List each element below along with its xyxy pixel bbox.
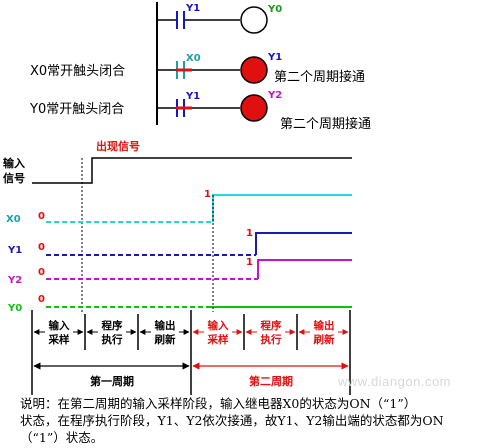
phase-output-refresh-label: 输出 xyxy=(314,319,335,332)
x0-low-value: 0 xyxy=(38,211,45,222)
input-signal-label: 信号 xyxy=(3,171,25,185)
coil-label: Y1 xyxy=(267,52,282,63)
coil-label: Y0 xyxy=(267,4,282,15)
signal-appears-label: 出现信号 xyxy=(96,139,140,153)
y2-signal-name: Y2 xyxy=(7,275,22,286)
cycle-spans: 第一周期 第二周期 xyxy=(33,362,349,388)
label-backdrop xyxy=(84,372,140,388)
phase-program-exec-label: 执行 xyxy=(261,333,282,346)
phase-boundaries xyxy=(31,310,351,395)
input-signal-label: 输入 xyxy=(3,156,25,170)
label-backdrop xyxy=(204,318,232,346)
label-backdrop xyxy=(243,372,299,388)
coil-y0 xyxy=(240,6,268,34)
phase-input-sample-label: 输入 xyxy=(208,319,229,332)
y0-low-value: 0 xyxy=(38,294,45,305)
ladder-rung-2: X0常开触头闭合 X0 Y1 第二个周期接通 xyxy=(30,52,365,85)
y2-high-value: 1 xyxy=(246,257,253,268)
watermark: www.diangon.com xyxy=(338,374,451,389)
label-backdrop xyxy=(98,318,126,346)
contact-label: Y1 xyxy=(185,91,200,102)
y1-high-value: 1 xyxy=(246,228,253,239)
y1-signal-name: Y1 xyxy=(7,245,22,256)
phase-program-exec-label: 程序 xyxy=(102,319,123,332)
y2-waveform xyxy=(257,259,352,279)
cycle2-phases: 输入 采样 程序 执行 输出 刷新 xyxy=(192,318,349,346)
coil-y1 xyxy=(240,56,268,84)
cycle1-phases: 输入 采样 程序 执行 输出 刷新 xyxy=(33,318,190,346)
phase-input-sample-label: 采样 xyxy=(207,333,229,346)
rung-condition: X0常开触头闭合 xyxy=(30,64,125,79)
label-backdrop xyxy=(257,318,285,346)
ladder-rung-3: Y0常开触头闭合 Y1 Y2 第二个周期接通 xyxy=(29,90,371,132)
ladder-rung-1: Y1 Y0 xyxy=(157,3,282,34)
note-line: （“1”）状态。 xyxy=(20,430,104,445)
cycle1-label: 第一周期 xyxy=(90,374,134,388)
phase-program-exec-label: 程序 xyxy=(261,319,282,332)
note-line: 状态，在程序执行阶段，Y1、Y2依次接通，故Y1、Y2输出端的状态都为ON xyxy=(20,413,444,428)
phase-output-refresh-label: 刷新 xyxy=(155,333,176,346)
label-backdrop xyxy=(310,318,338,346)
y1-waveform xyxy=(255,232,352,255)
rung-result: 第二个周期接通 xyxy=(274,69,365,85)
x0-high-value: 1 xyxy=(204,189,211,200)
phase-output-refresh-label: 输出 xyxy=(155,319,176,332)
rung-condition: Y0常开触头闭合 xyxy=(29,102,124,117)
coil-y2 xyxy=(240,94,268,122)
phase-input-sample-label: 采样 xyxy=(48,333,70,346)
x0-signal-name: X0 xyxy=(6,214,21,225)
contact-label: X0 xyxy=(186,53,201,64)
label-backdrop xyxy=(45,318,73,346)
phase-output-refresh-label: 刷新 xyxy=(314,333,335,346)
y2-low-value: 0 xyxy=(38,267,45,278)
rung-result: 第二个周期接通 xyxy=(280,116,371,132)
coil-label: Y2 xyxy=(267,90,282,101)
contact-label: Y1 xyxy=(185,3,200,14)
x0-waveform xyxy=(212,194,352,222)
label-backdrop xyxy=(151,318,179,346)
input-signal-waveform xyxy=(32,157,352,184)
phase-input-sample-label: 输入 xyxy=(49,319,70,332)
cycle2-label: 第二周期 xyxy=(249,374,293,388)
ladder-diagram: Y1 Y0 X0常开触头闭合 X0 Y1 第二个周期接通 Y0常开触头闭合 Y1 xyxy=(29,2,371,132)
timing-diagram: 输入 信号 出现信号 X0 0 1 Y1 0 1 Y2 0 1 Y0 0 xyxy=(3,139,352,395)
note-line: 说明：在第二周期的输入采样阶段，输入继电器X0的状态为ON（“1”） xyxy=(20,396,417,411)
y1-low-value: 0 xyxy=(38,242,45,253)
y0-signal-name: Y0 xyxy=(7,303,22,314)
phase-program-exec-label: 执行 xyxy=(102,333,123,346)
explanation-note: 说明：在第二周期的输入采样阶段，输入继电器X0的状态为ON（“1”） 状态，在程… xyxy=(20,395,490,446)
